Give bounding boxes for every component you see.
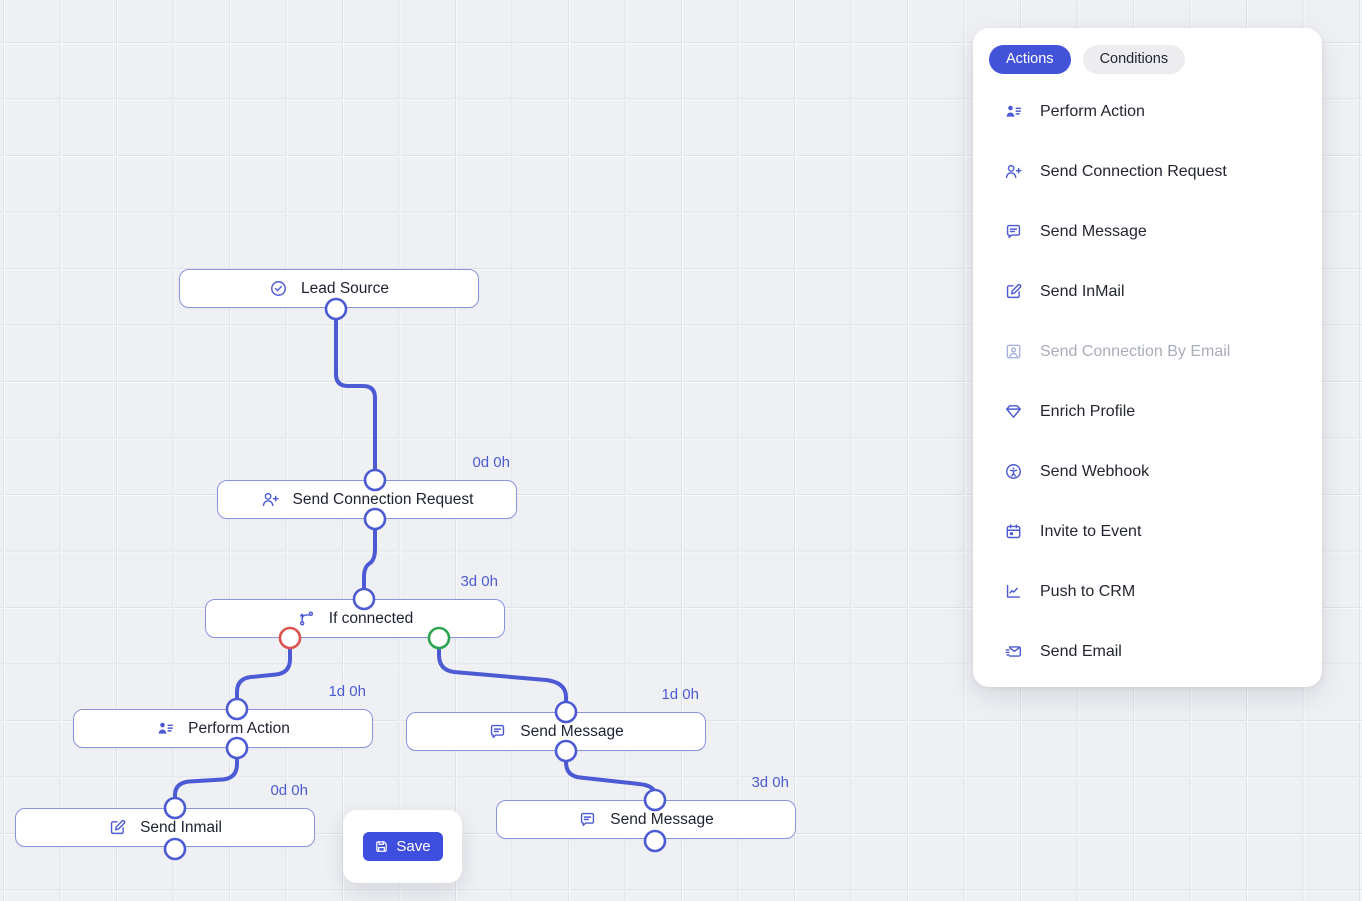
save-button[interactable]: Save bbox=[362, 832, 443, 861]
calendar-icon bbox=[1004, 522, 1023, 541]
wire-performaction-to-sendinmail bbox=[173, 746, 239, 810]
action-item-label: Push to CRM bbox=[1040, 582, 1136, 600]
action-item-label: Send Webhook bbox=[1040, 462, 1150, 480]
node-label: If connected bbox=[328, 609, 414, 627]
pen-square-icon bbox=[108, 818, 127, 837]
delay-badge: 3d 0h bbox=[751, 774, 789, 791]
save-card: Save bbox=[343, 810, 462, 883]
wire-ifconnected-no-to-performaction bbox=[235, 636, 292, 711]
wire-scr-to-ifconnected bbox=[362, 517, 377, 601]
floppy-icon bbox=[376, 841, 388, 852]
actions-list: Perform Action Send Connection Request S… bbox=[973, 82, 1322, 682]
action-item-label: Perform Action bbox=[1040, 102, 1145, 120]
delay-badge: 0d 0h bbox=[472, 454, 510, 471]
tab-actions[interactable]: Actions bbox=[989, 45, 1071, 74]
panel-tabs: Actions Conditions bbox=[973, 45, 1322, 74]
action-item-send-message[interactable]: Send Message bbox=[973, 202, 1322, 262]
node-perform-action[interactable]: 1d 0h Perform Action bbox=[73, 683, 373, 748]
chart-icon bbox=[1004, 582, 1023, 601]
actions-panel: Actions Conditions Perform Action Send C… bbox=[973, 28, 1322, 687]
contact-card-icon bbox=[1004, 342, 1023, 361]
delay-badge: 1d 0h bbox=[661, 686, 699, 703]
pen-square-icon bbox=[1004, 282, 1023, 301]
node-label: Send Inmail bbox=[140, 818, 222, 836]
node-label: Send Message bbox=[610, 810, 714, 828]
message-icon bbox=[488, 722, 507, 741]
action-item-send-inmail[interactable]: Send InMail bbox=[973, 262, 1322, 322]
message-icon bbox=[1004, 222, 1023, 241]
delay-badge: 0d 0h bbox=[270, 782, 308, 799]
wire-ifconnected-yes-to-sendmessage1 bbox=[437, 636, 568, 714]
tab-conditions[interactable]: Conditions bbox=[1082, 45, 1186, 74]
node-send-connection-request[interactable]: 0d 0h Send Connection Request bbox=[217, 454, 517, 519]
node-send-message-2[interactable]: 3d 0h Send Message bbox=[496, 774, 796, 839]
action-item-push-to-crm[interactable]: Push to CRM bbox=[973, 562, 1322, 622]
wire-leadsource-to-scr bbox=[334, 307, 377, 482]
action-item-label: Invite to Event bbox=[1040, 522, 1142, 540]
action-item-label: Send InMail bbox=[1040, 282, 1125, 300]
check-circle-icon bbox=[269, 279, 288, 298]
user-list-icon bbox=[156, 719, 175, 738]
action-item-perform-action[interactable]: Perform Action bbox=[973, 82, 1322, 142]
delay-badge: 3d 0h bbox=[460, 573, 498, 590]
action-item-label: Enrich Profile bbox=[1040, 402, 1136, 420]
node-if-connected[interactable]: 3d 0h If connected bbox=[205, 573, 505, 638]
action-item-send-connection-by-email: Send Connection By Email bbox=[973, 322, 1322, 382]
mail-send-icon bbox=[1004, 642, 1023, 661]
user-plus-icon bbox=[261, 490, 280, 509]
node-label: Send Message bbox=[520, 722, 624, 740]
action-item-send-webhook[interactable]: Send Webhook bbox=[973, 442, 1322, 502]
node-lead-source[interactable]: Lead Source bbox=[179, 269, 479, 308]
user-plus-icon bbox=[1004, 162, 1023, 181]
branch-icon bbox=[297, 609, 316, 628]
action-item-send-connection-request[interactable]: Send Connection Request bbox=[973, 142, 1322, 202]
action-item-label: Send Message bbox=[1040, 222, 1147, 240]
node-label: Lead Source bbox=[301, 279, 389, 297]
node-label: Send Connection Request bbox=[292, 490, 474, 508]
action-item-enrich-profile[interactable]: Enrich Profile bbox=[973, 382, 1322, 442]
delay-badge: 1d 0h bbox=[328, 683, 366, 700]
action-item-invite-to-event[interactable]: Invite to Event bbox=[973, 502, 1322, 562]
action-item-label: Send Email bbox=[1040, 642, 1122, 660]
node-send-inmail[interactable]: 0d 0h Send Inmail bbox=[15, 782, 315, 847]
user-list-icon bbox=[1004, 102, 1023, 121]
wire-sendmessage1-to-sendmessage2 bbox=[564, 749, 657, 802]
action-item-send-email[interactable]: Send Email bbox=[973, 622, 1322, 682]
save-button-label: Save bbox=[396, 838, 431, 855]
gem-icon bbox=[1004, 402, 1023, 421]
node-send-message-1[interactable]: 1d 0h Send Message bbox=[406, 686, 706, 751]
webhook-icon bbox=[1004, 462, 1023, 481]
action-item-label: Send Connection Request bbox=[1040, 162, 1227, 180]
node-label: Perform Action bbox=[188, 719, 290, 737]
action-item-label: Send Connection By Email bbox=[1040, 342, 1231, 360]
message-icon bbox=[578, 810, 597, 829]
